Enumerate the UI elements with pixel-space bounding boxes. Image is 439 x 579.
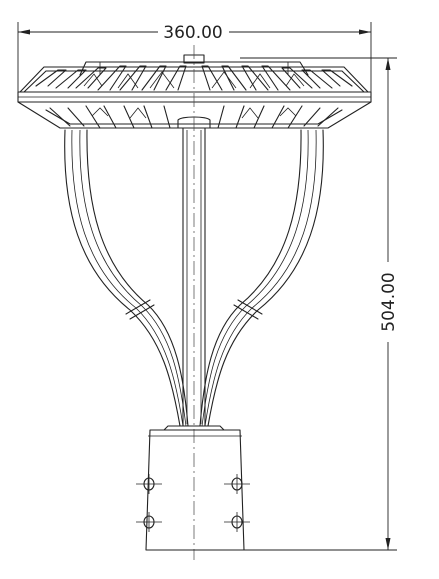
- screw-left-upper: [136, 474, 162, 494]
- upper-fins: [35, 65, 353, 91]
- right-arm: [199, 129, 324, 427]
- height-dimension-label: 504.00: [379, 272, 399, 331]
- width-dimension-label: 360.00: [163, 23, 222, 43]
- base-sleeve: [145, 425, 245, 551]
- width-dimension: 360.00: [17, 22, 372, 92]
- lower-fins: [49, 105, 339, 129]
- set-screws: [136, 474, 250, 532]
- screw-left-lower: [136, 512, 162, 532]
- height-dimension: 504.00: [240, 57, 399, 551]
- screw-right-lower: [224, 512, 250, 532]
- left-arm: [64, 129, 189, 427]
- lamp-head: [17, 54, 372, 129]
- center-pole: [182, 45, 206, 560]
- screw-right-upper: [224, 474, 250, 494]
